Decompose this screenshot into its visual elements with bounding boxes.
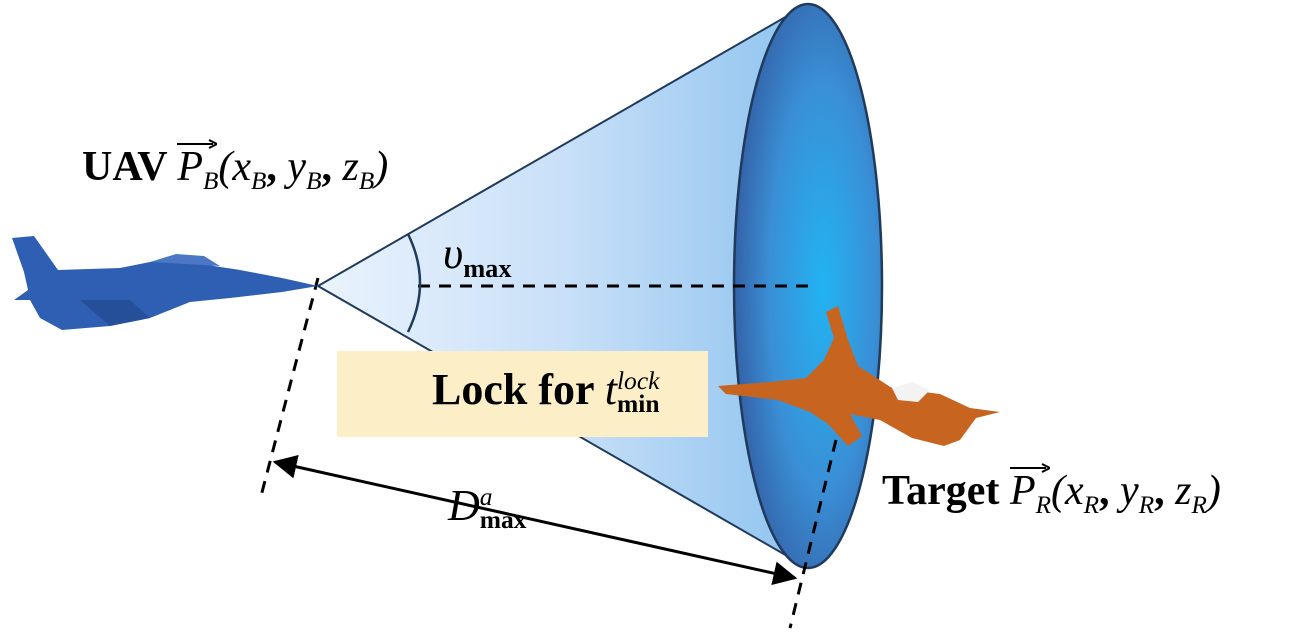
uav-name: UAV xyxy=(82,144,167,190)
distance-arrow xyxy=(272,454,798,586)
uav-position-label: UAV PB(xB, yB, zB) xyxy=(82,139,388,194)
target-name: Target xyxy=(882,468,1000,514)
target-aircraft-icon xyxy=(718,306,1000,446)
half-angle-arc xyxy=(406,233,422,333)
max-angle-label: υmax xyxy=(443,229,512,284)
target-position-label: Target PR(xR, yR, zR) xyxy=(882,463,1221,518)
uav-reference-dashed-line xyxy=(258,277,320,501)
uav-position-vector: PB xyxy=(177,139,218,194)
cone-edge-top xyxy=(317,3,809,287)
uav-aircraft-icon xyxy=(12,236,318,330)
target-reference-dashed-line xyxy=(788,439,838,629)
lock-condition-box xyxy=(337,351,708,437)
target-position-vector: PR xyxy=(1009,463,1051,518)
